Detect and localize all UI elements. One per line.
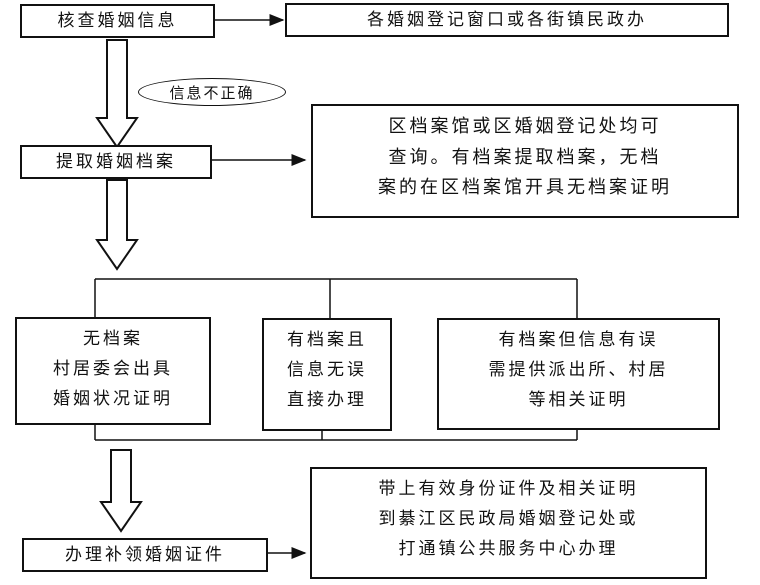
node-reissue-note: 带上有效身份证件及相关证明 到綦江区民政局婚姻登记处或 打通镇公共服务中心办理	[310, 467, 707, 579]
archive-error-line-1: 有档案但信息有误	[498, 330, 659, 350]
reissue-note-line-1: 带上有效身份证件及相关证明	[378, 479, 639, 499]
node-verify-marriage-info: 核查婚姻信息	[20, 4, 215, 38]
node-retrieve-label: 提取婚姻档案	[56, 151, 176, 172]
node-reissue-label: 办理补领婚姻证件	[65, 544, 225, 565]
archive-note-line-2: 查询。有档案提取档案，无档	[388, 146, 662, 168]
node-registry-label: 各婚姻登记窗口或各街镇民政办	[367, 9, 647, 30]
archive-ok-line-3: 直接办理	[287, 389, 367, 410]
block-arrow-3	[99, 449, 143, 533]
node-verify-label: 核查婚姻信息	[57, 10, 178, 31]
archive-ok-line-2: 信息无误	[287, 359, 367, 380]
archive-ok-line-1: 有档案且	[287, 330, 367, 350]
archive-note-line-3: 案的在区档案馆开具无档案证明	[378, 177, 672, 199]
node-archive-note: 区档案馆或区婚姻登记处均可 查询。有档案提取档案，无档 案的在区档案馆开具无档案…	[311, 104, 739, 218]
archive-note-line-1: 区档案馆或区婚姻登记处均可	[388, 116, 662, 137]
reissue-note-line-2: 到綦江区民政局婚姻登记处或	[378, 508, 639, 529]
archive-error-line-3: 等相关证明	[528, 389, 629, 410]
node-archive-ok: 有档案且 信息无误 直接办理	[262, 318, 392, 431]
node-no-archive: 无档案 村居委会出具 婚姻状况证明	[15, 317, 211, 425]
label-info-incorrect: 信息不正确	[138, 78, 286, 106]
archive-error-line-2: 需提供派出所、村居	[488, 359, 669, 380]
node-retrieve-archive: 提取婚姻档案	[20, 145, 212, 179]
reissue-note-line-3: 打通镇公共服务中心办理	[398, 538, 619, 559]
no-archive-line-1: 无档案	[83, 329, 143, 349]
block-arrow-2	[95, 179, 139, 271]
node-registry-window: 各婚姻登记窗口或各街镇民政办	[285, 3, 729, 37]
no-archive-line-2: 村居委会出具	[53, 358, 173, 379]
node-archive-error: 有档案但信息有误 需提供派出所、村居 等相关证明	[437, 318, 720, 430]
no-archive-line-3: 婚姻状况证明	[53, 388, 173, 409]
block-arrow-1	[95, 39, 139, 149]
node-reissue-certificate: 办理补领婚姻证件	[22, 538, 268, 572]
